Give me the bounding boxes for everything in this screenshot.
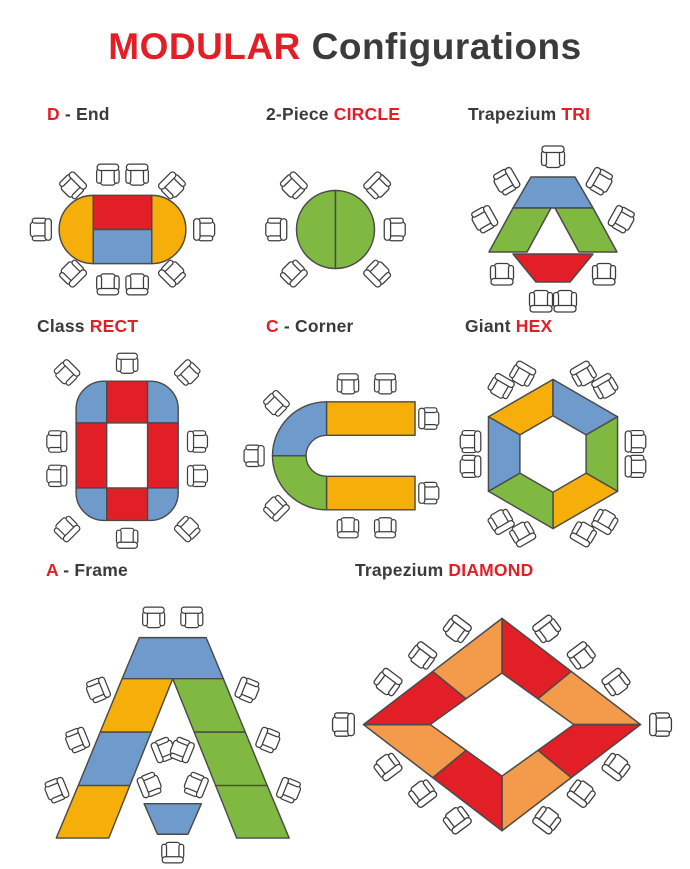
label-part: HEX (515, 316, 553, 336)
page-title-rest: Configurations (300, 26, 582, 67)
config-tri: Trapezium TRI (448, 104, 658, 317)
config-tri-title: Trapezium TRI (468, 104, 658, 125)
label-part: 2-Piece (266, 104, 334, 124)
label-part: - End (59, 104, 110, 124)
config-a-frame-title: A - Frame (46, 560, 335, 581)
corner-diagram (243, 373, 440, 539)
table (362, 617, 642, 832)
label-part: TRI (561, 104, 591, 124)
label-part: Trapezium (468, 104, 562, 124)
d-end-diagram (29, 163, 216, 296)
label-part: D (47, 104, 60, 124)
label-part: C (266, 316, 279, 336)
config-circle: 2-Piece CIRCLE (238, 104, 433, 317)
tri-diagram (468, 145, 638, 313)
config-diamond-title: Trapezium DIAMOND (355, 560, 678, 581)
label-part: - Frame (58, 560, 128, 580)
label-part: - Corner (278, 316, 354, 336)
chairs (468, 145, 638, 313)
config-a-frame: A - Frame (20, 560, 335, 867)
label-part: CIRCLE (333, 104, 401, 124)
config-hex: Giant HEX (443, 316, 663, 553)
page-title-accent: MODULAR (108, 26, 301, 67)
label-part: DIAMOND (448, 560, 534, 580)
table (271, 401, 416, 511)
config-diamond: Trapezium DIAMOND (328, 560, 678, 846)
label-part: Trapezium (355, 560, 449, 580)
table (488, 176, 618, 283)
table (58, 194, 187, 265)
label-part: Giant (465, 316, 516, 336)
config-corner-title: C - Corner (266, 316, 443, 337)
table (55, 636, 290, 839)
hex-diagram (459, 359, 647, 549)
config-rect-title: Class RECT (37, 316, 220, 337)
label-part: A (46, 560, 59, 580)
config-hex-title: Giant HEX (465, 316, 663, 337)
config-corner: C - Corner (238, 316, 443, 542)
label-part: Class (37, 316, 90, 336)
table (487, 378, 619, 530)
a-frame-diagram (42, 606, 304, 864)
config-d-end: D - End (25, 104, 220, 317)
page-title: MODULAR Configurations (0, 26, 690, 68)
circle-diagram (265, 169, 406, 290)
diamond-diagram (331, 613, 673, 837)
rect-diagram (46, 352, 209, 549)
table (75, 380, 179, 522)
label-part: RECT (89, 316, 139, 336)
config-d-end-title: D - End (47, 104, 220, 125)
table (295, 189, 376, 270)
config-circle-title: 2-Piece CIRCLE (266, 104, 433, 125)
config-rect: Class RECT (25, 316, 220, 556)
